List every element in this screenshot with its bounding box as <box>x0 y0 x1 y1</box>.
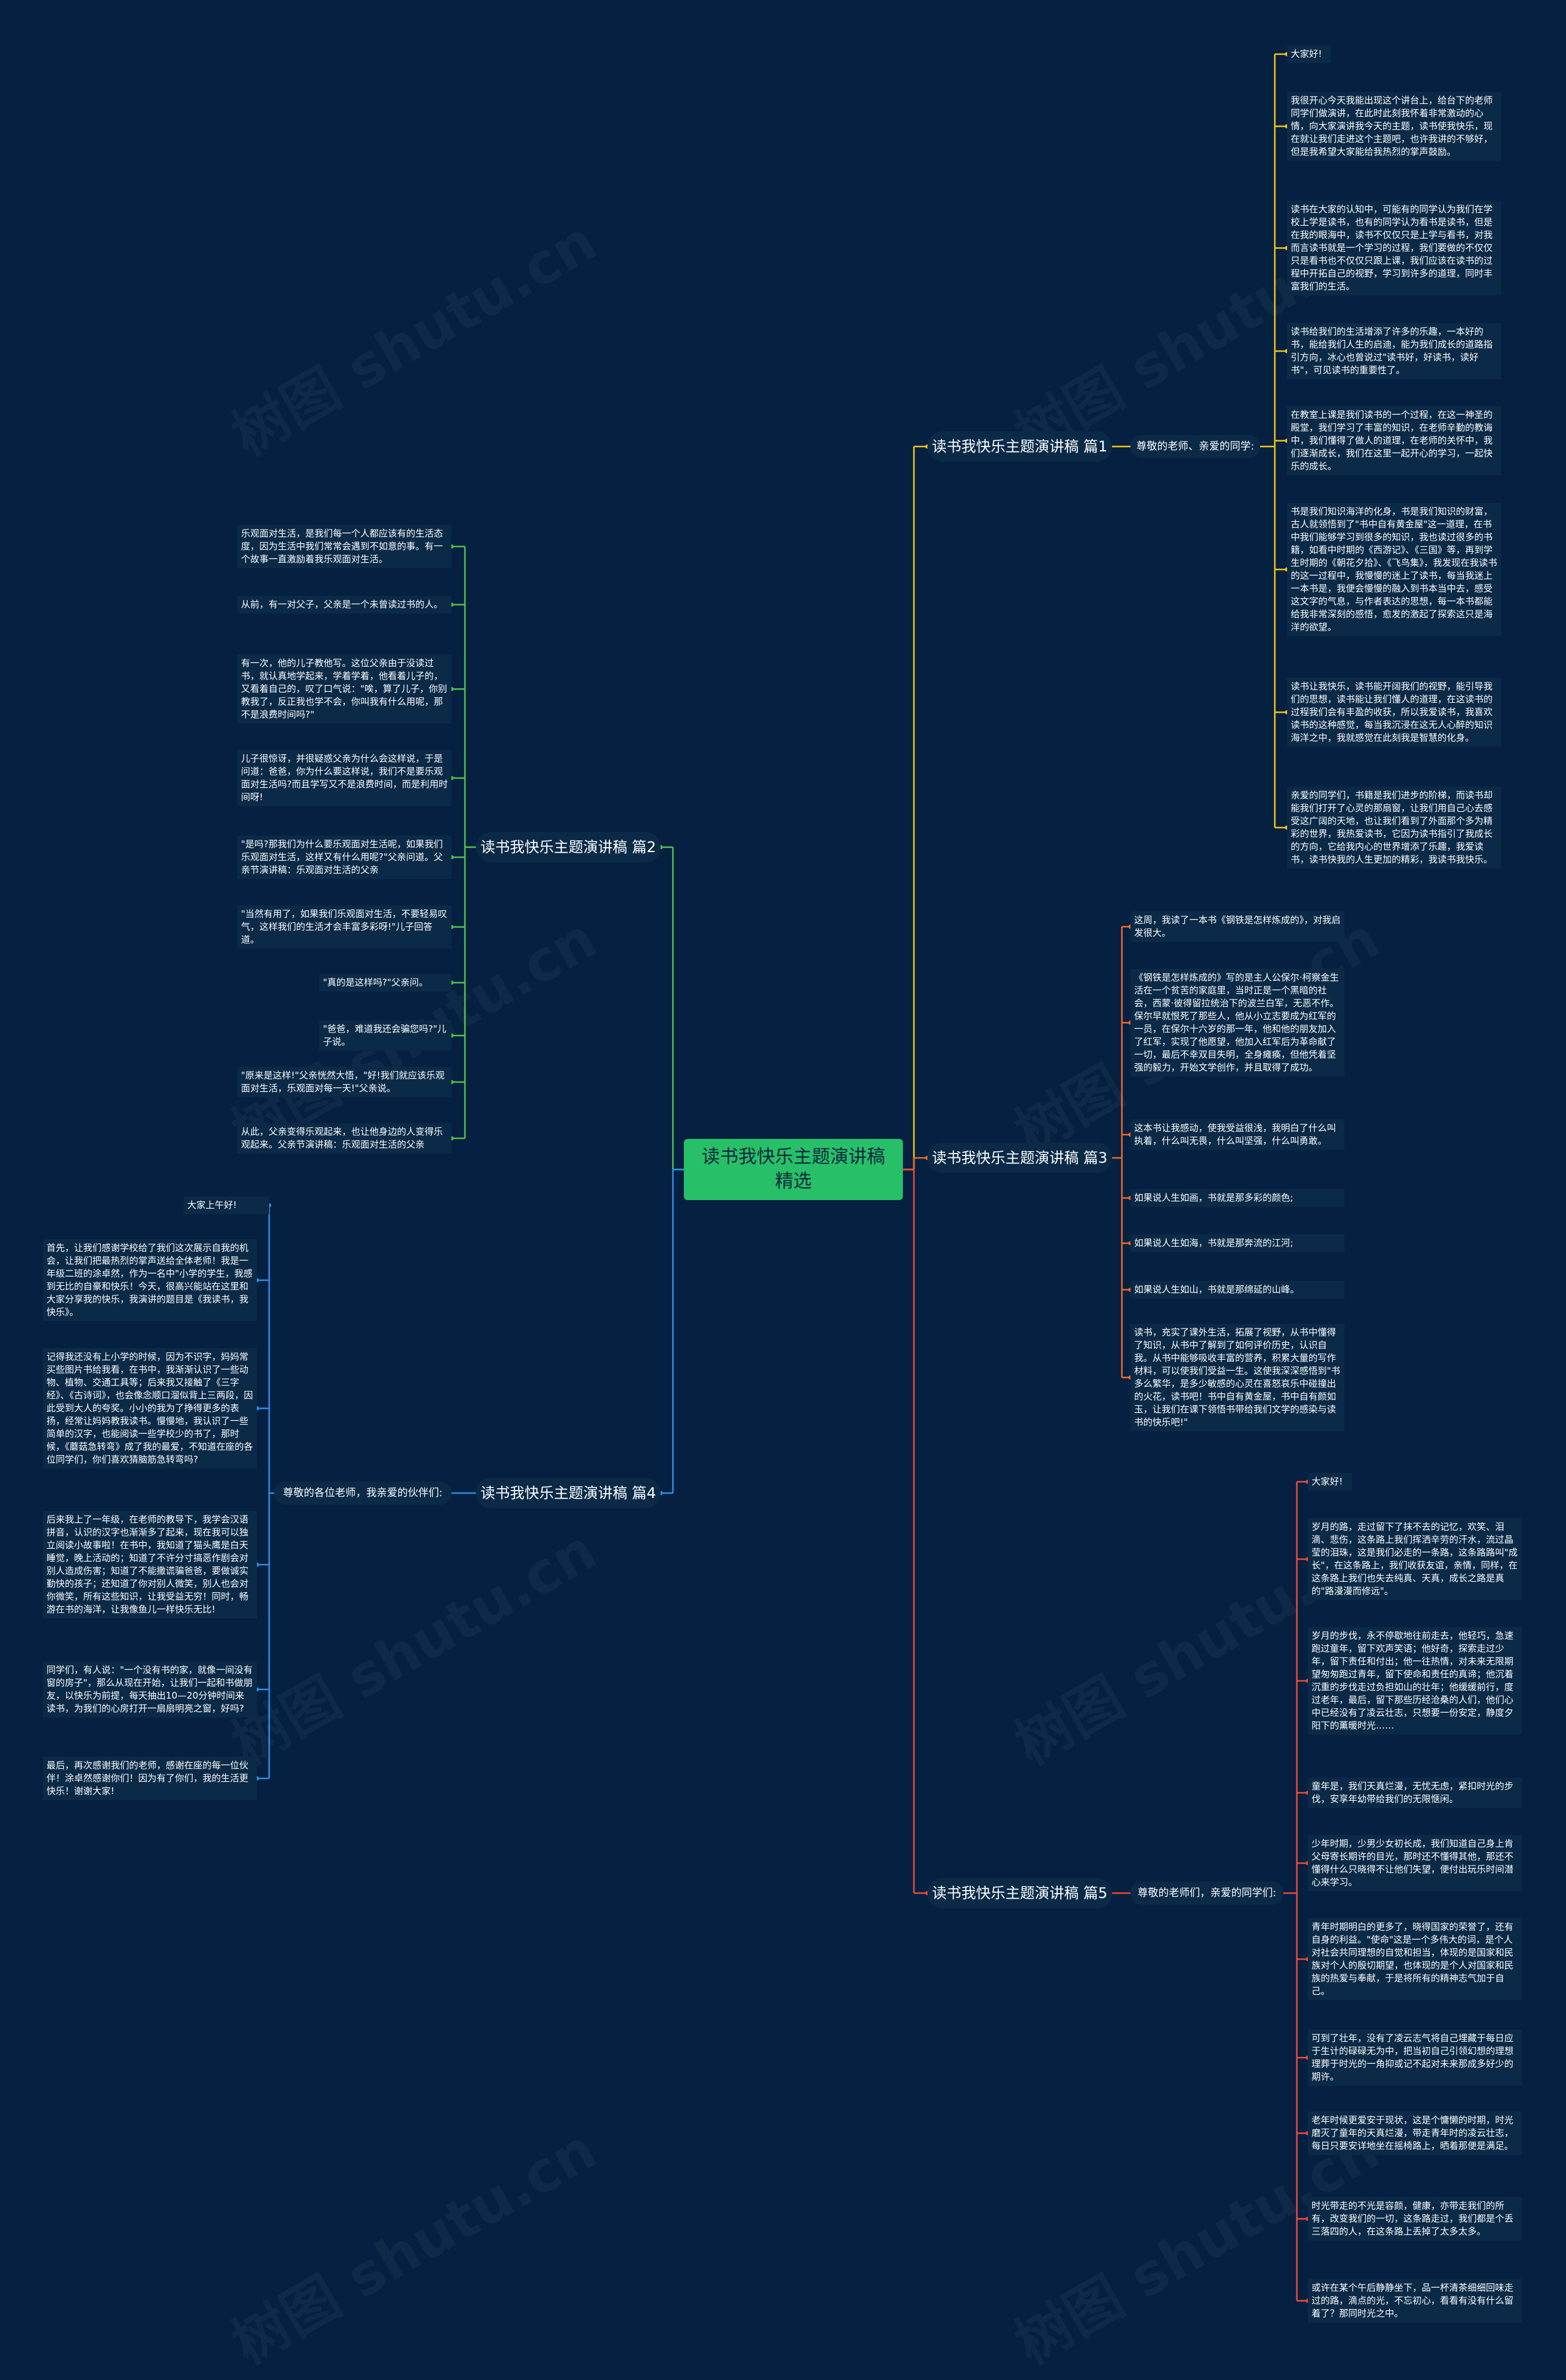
leaf-text-b5-7[interactable]: 老年时候更爱安于现状，这是个慵懒的时期，时光磨灭了童年的天真烂漫，带走青年时的凌… <box>1308 2111 1522 2155</box>
leaf-text-b3-0[interactable]: 这周，我读了一本书《钢铁是怎样炼成的》，对我启发很大。 <box>1130 911 1345 942</box>
leaf-text-b3-3[interactable]: 如果说人生如画，书就是那多彩的颜色; <box>1130 1189 1345 1207</box>
leaf-text-b5-0[interactable]: 大家好! <box>1308 1473 1352 1491</box>
subtopic-greeting-5[interactable]: 尊敬的老师们，亲爱的同学们: <box>1130 1881 1283 1905</box>
subtopic-greeting-4[interactable]: 尊敬的各位老师，我亲爱的伙伴们: <box>274 1481 451 1505</box>
leaf-text-b3-1[interactable]: 《钢铁是怎样炼成的》写的是主人公保尔·柯察金生活在一个贫苦的家庭里，当时正是一个… <box>1130 969 1345 1077</box>
leaf-text-b4-5[interactable]: 最后，再次感谢我们的老师，感谢在座的每一位伙伴！涂卓然感谢你们！因为有了你们，我… <box>43 1757 257 1800</box>
leaf-text-b5-5[interactable]: 青年时期明白的更多了，晓得国家的荣誉了，还有自身的利益。"使命"这是一个多伟大的… <box>1308 1918 1522 2000</box>
leaf-text-b4-3[interactable]: 后来我上了一年级，在老师的教导下，我学会汉语拼音，认识的汉字也渐渐多了起来，现在… <box>43 1511 257 1618</box>
leaf-text-b1-6[interactable]: 读书让我快乐，读书能开阔我们的视野，能引导我们的思想，读书能让我们懂人的道理，在… <box>1287 678 1501 747</box>
leaf-text-b3-5[interactable]: 如果说人生如山，书就是那绵延的山峰。 <box>1130 1281 1345 1299</box>
leaf-text-b5-1[interactable]: 岁月的路，走过留下了抹不去的记忆，欢笑、泪滴、悲伤，这条路上我们挥洒辛劳的汗水，… <box>1308 1518 1522 1600</box>
leaf-text-b2-0[interactable]: 乐观面对生活，是我们每一个人都应该有的生活态度，因为生活中我们常常会遇到不如意的… <box>237 525 451 568</box>
leaf-text-b2-5[interactable]: "当然有用了，如果我们乐观面对生活，不要轻易叹气，这样我们的生活才会丰富多彩呀!… <box>237 905 451 949</box>
branch-topic-1[interactable]: 读书我快乐主题演讲稿 篇1 <box>927 431 1112 462</box>
leaf-text-b2-2[interactable]: 有一次，他的儿子教他写。这位父亲由于没读过书，就认真地学起来，学着学着，他看着儿… <box>237 654 451 724</box>
leaf-text-b5-2[interactable]: 岁月的步伐，永不停歇地往前走去，他轻巧，急速跑过童年，留下欢声笑语；他好奇，探索… <box>1308 1627 1522 1735</box>
branch-topic-5[interactable]: 读书我快乐主题演讲稿 篇5 <box>927 1878 1112 1908</box>
leaf-text-b1-4[interactable]: 在教室上课是我们读书的一个过程，在这一神圣的殿堂，我们学习了丰富的知识，在老师辛… <box>1287 406 1501 475</box>
leaf-text-b3-6[interactable]: 读书，充实了课外生活，拓展了视野，从书中懂得了知识，从书中了解到了如何评价历史，… <box>1130 1324 1345 1431</box>
leaf-text-b1-3[interactable]: 读书给我们的生活增添了许多的乐趣，一本好的书，能给我们人生的启迪，能为我们成长的… <box>1287 323 1501 379</box>
leaf-text-b5-6[interactable]: 可到了壮年，没有了凌云志气将自己埋藏于每日应于生计的碌碌无为中，把当初自己引领幻… <box>1308 2030 1522 2086</box>
leaf-text-b5-9[interactable]: 或许在某个午后静静坐下，品一杯清茶细细回味走过的路，滴点的光，不忘初心，看看有没… <box>1308 2279 1522 2323</box>
root-topic[interactable]: 读书我快乐主题演讲稿精选 <box>684 1139 903 1200</box>
leaf-text-b2-6[interactable]: "真的是这样吗?"父亲问。 <box>319 974 451 992</box>
leaf-text-b2-7[interactable]: "爸爸，难道我还会骗您吗?"儿子说。 <box>319 1020 451 1051</box>
leaf-text-b2-1[interactable]: 从前，有一对父子，父亲是一个未曾读过书的人。 <box>237 596 451 614</box>
leaf-text-b1-1[interactable]: 我很开心今天我能出现这个讲台上，给台下的老师同学们做演讲，在此时此刻我怀着非常激… <box>1287 92 1501 161</box>
leaf-text-b1-0[interactable]: 大家好! <box>1287 45 1331 63</box>
leaf-text-b2-3[interactable]: 儿子很惊讶，并很疑惑父亲为什么会这样说，于是问道：爸爸，你为什么要这样说，我们不… <box>237 750 451 806</box>
leaf-text-b2-4[interactable]: "是吗?那我们为什么要乐观面对生活呢，如果我们乐观面对生活，这样又有什么用呢?"… <box>237 836 451 879</box>
branch-topic-3[interactable]: 读书我快乐主题演讲稿 篇3 <box>927 1143 1112 1173</box>
leaf-text-b5-4[interactable]: 少年时期，少男少女初长成，我们知道自己身上肯父母寄长期许的目光，那时还不懂得其他… <box>1308 1835 1522 1891</box>
leaf-text-b5-3[interactable]: 童年是，我们天真烂漫，无忧无虑，紧扣时光的步伐，安享年幼带给我们的无限惬闲。 <box>1308 1778 1522 1808</box>
branch-topic-4[interactable]: 读书我快乐主题演讲稿 篇4 <box>476 1478 661 1508</box>
leaf-text-b2-8[interactable]: "原来是这样!"父亲恍然大悟，"好!我们就应该乐观面对生活，乐观面对每一天!"父… <box>237 1067 451 1097</box>
watermark-text: 树图 shutu.cn <box>215 2105 608 2379</box>
leaf-text-b5-8[interactable]: 时光带走的不光是容颜，健康，亦带走我们的所有，改变我们的一切，这条路走过，我们都… <box>1308 2197 1522 2241</box>
leaf-text-b1-2[interactable]: 读书在大家的认知中，可能有的同学认为我们在学校上学是读书，也有的同学认为看书是读… <box>1287 201 1501 295</box>
leaf-text-b3-2[interactable]: 这本书让我感动，使我受益很浅，我明白了什么叫执着，什么叫无畏，什么叫坚强，什么叫… <box>1130 1119 1345 1150</box>
leaf-text-b3-4[interactable]: 如果说人生如海，书就是那奔流的江河; <box>1130 1234 1345 1252</box>
leaf-text-b4-2[interactable]: 记得我还没有上小学的时候，因为不识字，妈妈常买些图片书给我看，在书中，我渐渐认识… <box>43 1348 257 1469</box>
branch-topic-2[interactable]: 读书我快乐主题演讲稿 篇2 <box>476 832 661 862</box>
leaf-text-b4-1[interactable]: 首先，让我们感谢学校给了我们这次展示自我的机会，让我们把最热烈的掌声送给全体老师… <box>43 1239 257 1321</box>
leaf-text-b4-4[interactable]: 同学们，有人说："一个没有书的家，就像一间没有窗的房子"，那么从现在开始，让我们… <box>43 1661 257 1718</box>
watermark-text: 树图 shutu.cn <box>215 197 608 471</box>
leaf-text-b1-7[interactable]: 亲爱的同学们，书籍是我们进步的阶梯，而读书却能我们打开了心灵的那扇窗，让我们用自… <box>1287 787 1501 869</box>
leaf-text-b2-9[interactable]: 从此，父亲变得乐观起来，也让他身边的人变得乐观起来。父亲节演讲稿：乐观面对生活的… <box>237 1123 451 1154</box>
watermark-text: 树图 shutu.cn <box>215 1506 608 1780</box>
subtopic-greeting-1[interactable]: 尊敬的老师、亲爱的同学: <box>1130 435 1260 458</box>
leaf-text-b4-0[interactable]: 大家上午好! <box>184 1196 269 1214</box>
leaf-text-b1-5[interactable]: 书是我们知识海洋的化身，书是我们知识的财富，古人就领悟到了"书中自有黄金屋"这一… <box>1287 503 1501 636</box>
